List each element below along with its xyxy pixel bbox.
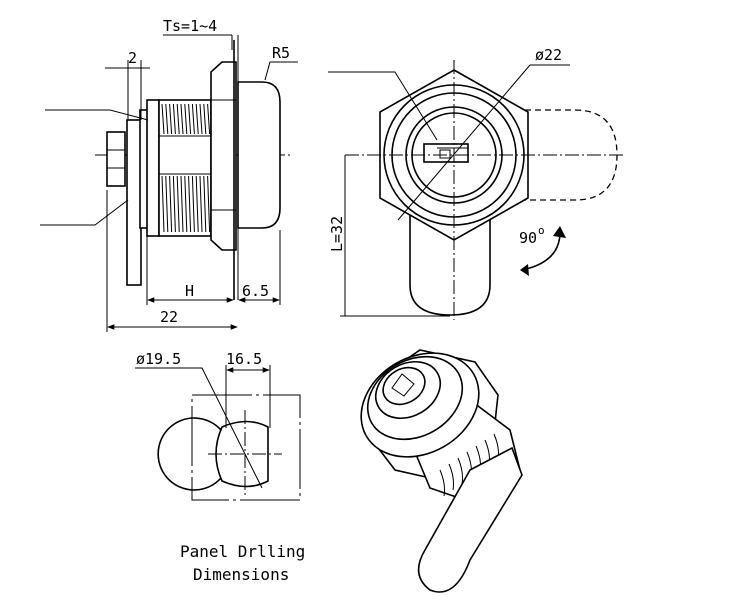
key-slot [423, 143, 469, 163]
caption-line-2: Dimensions [193, 565, 289, 584]
shaft-nut [106, 131, 126, 187]
isometric-view [360, 349, 523, 593]
dia-19-5-label: ø19.5 [136, 350, 181, 368]
angle-degree-label: o [538, 224, 545, 237]
caption-line-1: Panel Drlling [180, 542, 305, 561]
dia-22-label: ø22 [535, 46, 562, 64]
dim-22-side-label: 22 [160, 308, 178, 326]
dim-6-5-label: 6.5 [242, 282, 269, 300]
thread-lines [161, 103, 211, 233]
dim-2-label: 2 [128, 49, 137, 67]
dim-h-label: H [185, 282, 194, 300]
ts-label: Ts=1~4 [163, 17, 217, 35]
dim-16-5-label: 16.5 [226, 350, 262, 368]
cam-plate [126, 119, 142, 286]
r5-label: R5 [272, 44, 290, 62]
hex-nut [210, 61, 237, 251]
domed-head [237, 81, 281, 229]
panel-drilling-view: 16.5 ø19.5 [135, 350, 301, 501]
threaded-body [158, 99, 212, 237]
iso-cam-arm [417, 446, 523, 593]
front-view: ø22 L=32 90 o [328, 46, 625, 320]
dim-l32-label: L=32 [328, 216, 346, 252]
iso-head-face [360, 352, 480, 458]
angle-label: 90 [519, 229, 537, 247]
side-view: 2 Ts=1~4 R5 H 6.5 22 [40, 17, 298, 332]
d-cut-hole [157, 417, 222, 491]
